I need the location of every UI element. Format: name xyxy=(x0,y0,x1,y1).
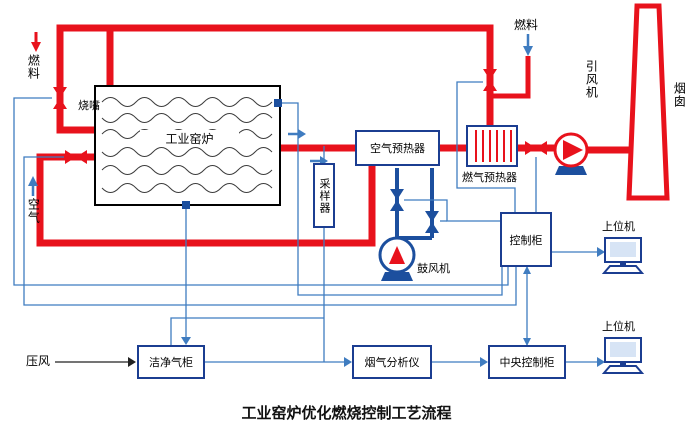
flue-gas-analyzer-box: 烟气分析仪 xyxy=(352,345,432,379)
induced-draft-fan-icon xyxy=(553,132,589,175)
fuel-right-arrow-icon xyxy=(523,34,533,56)
clean-gas-cabinet-box: 洁净气柜 xyxy=(137,345,205,379)
furnace-bottom-port-icon xyxy=(182,201,190,209)
chimney-label: 烟囱 xyxy=(672,82,687,108)
control-cabinet-box: 控制柜 xyxy=(500,212,552,267)
central-to-host-arrow-icon xyxy=(597,357,605,367)
chimney-shape xyxy=(626,3,670,201)
central-up-arrow-icon xyxy=(523,266,531,274)
gas-preheater-label: 燃气预热器 xyxy=(462,171,517,184)
host-computer-lower-label: 上位机 xyxy=(602,320,635,333)
sampler-box: 采样器 xyxy=(313,163,335,228)
valve-blower-main-icon xyxy=(390,189,404,211)
gas-preheater-box xyxy=(466,125,518,167)
analyzer-to-central-arrow-icon xyxy=(480,357,488,367)
fuel-left-label: 燃料 xyxy=(26,54,41,80)
monitor-lower-icon xyxy=(603,337,643,374)
blower-icon xyxy=(378,236,416,281)
valve-fan-inlet-icon xyxy=(525,141,547,155)
central-control-cabinet-box: 中央控制柜 xyxy=(488,345,566,379)
diagram-title: 工业窑炉优化燃烧控制工艺流程 xyxy=(241,404,452,422)
furnace-label: 工业窑炉 xyxy=(140,130,239,147)
fuel-right-label: 燃料 xyxy=(514,18,539,32)
signal-line-network xyxy=(13,81,601,363)
cabinet-to-host-arrow-icon xyxy=(597,247,605,257)
flame-squiggles-icon xyxy=(101,97,273,193)
induced-draft-fan-label: 引风机 xyxy=(584,60,599,99)
burner-label: 烧嘴 xyxy=(78,99,100,112)
central-down-arrow-icon xyxy=(523,338,531,346)
valve-fuel-left-icon xyxy=(53,87,67,109)
air-up-arrow-icon xyxy=(28,176,38,196)
valve-blower-bypass-icon xyxy=(425,211,439,233)
purge-down-arrow-icon xyxy=(181,337,191,345)
compressed-air-label: 压风 xyxy=(26,354,51,368)
valve-fuel-right-icon xyxy=(483,69,497,91)
monitor-upper-icon xyxy=(603,237,643,274)
valves xyxy=(53,69,547,233)
valve-air-icon xyxy=(65,150,87,164)
compressed-air-arrow-icon xyxy=(128,357,136,367)
air-label: 空气 xyxy=(26,198,41,224)
host-computer-upper-label: 上位机 xyxy=(602,220,635,233)
fuel-left-arrow-icon xyxy=(31,32,41,52)
sampler-to-analyzer-arrow-icon xyxy=(344,357,352,367)
blower-label: 鼓风机 xyxy=(417,262,450,275)
flue-flow-arrow-icon xyxy=(288,129,306,139)
blue-pipe-network xyxy=(395,168,434,240)
air-preheater-box: 空气预热器 xyxy=(355,130,440,166)
furnace-box xyxy=(94,85,282,209)
furnace-sensor-port-icon xyxy=(274,99,282,107)
